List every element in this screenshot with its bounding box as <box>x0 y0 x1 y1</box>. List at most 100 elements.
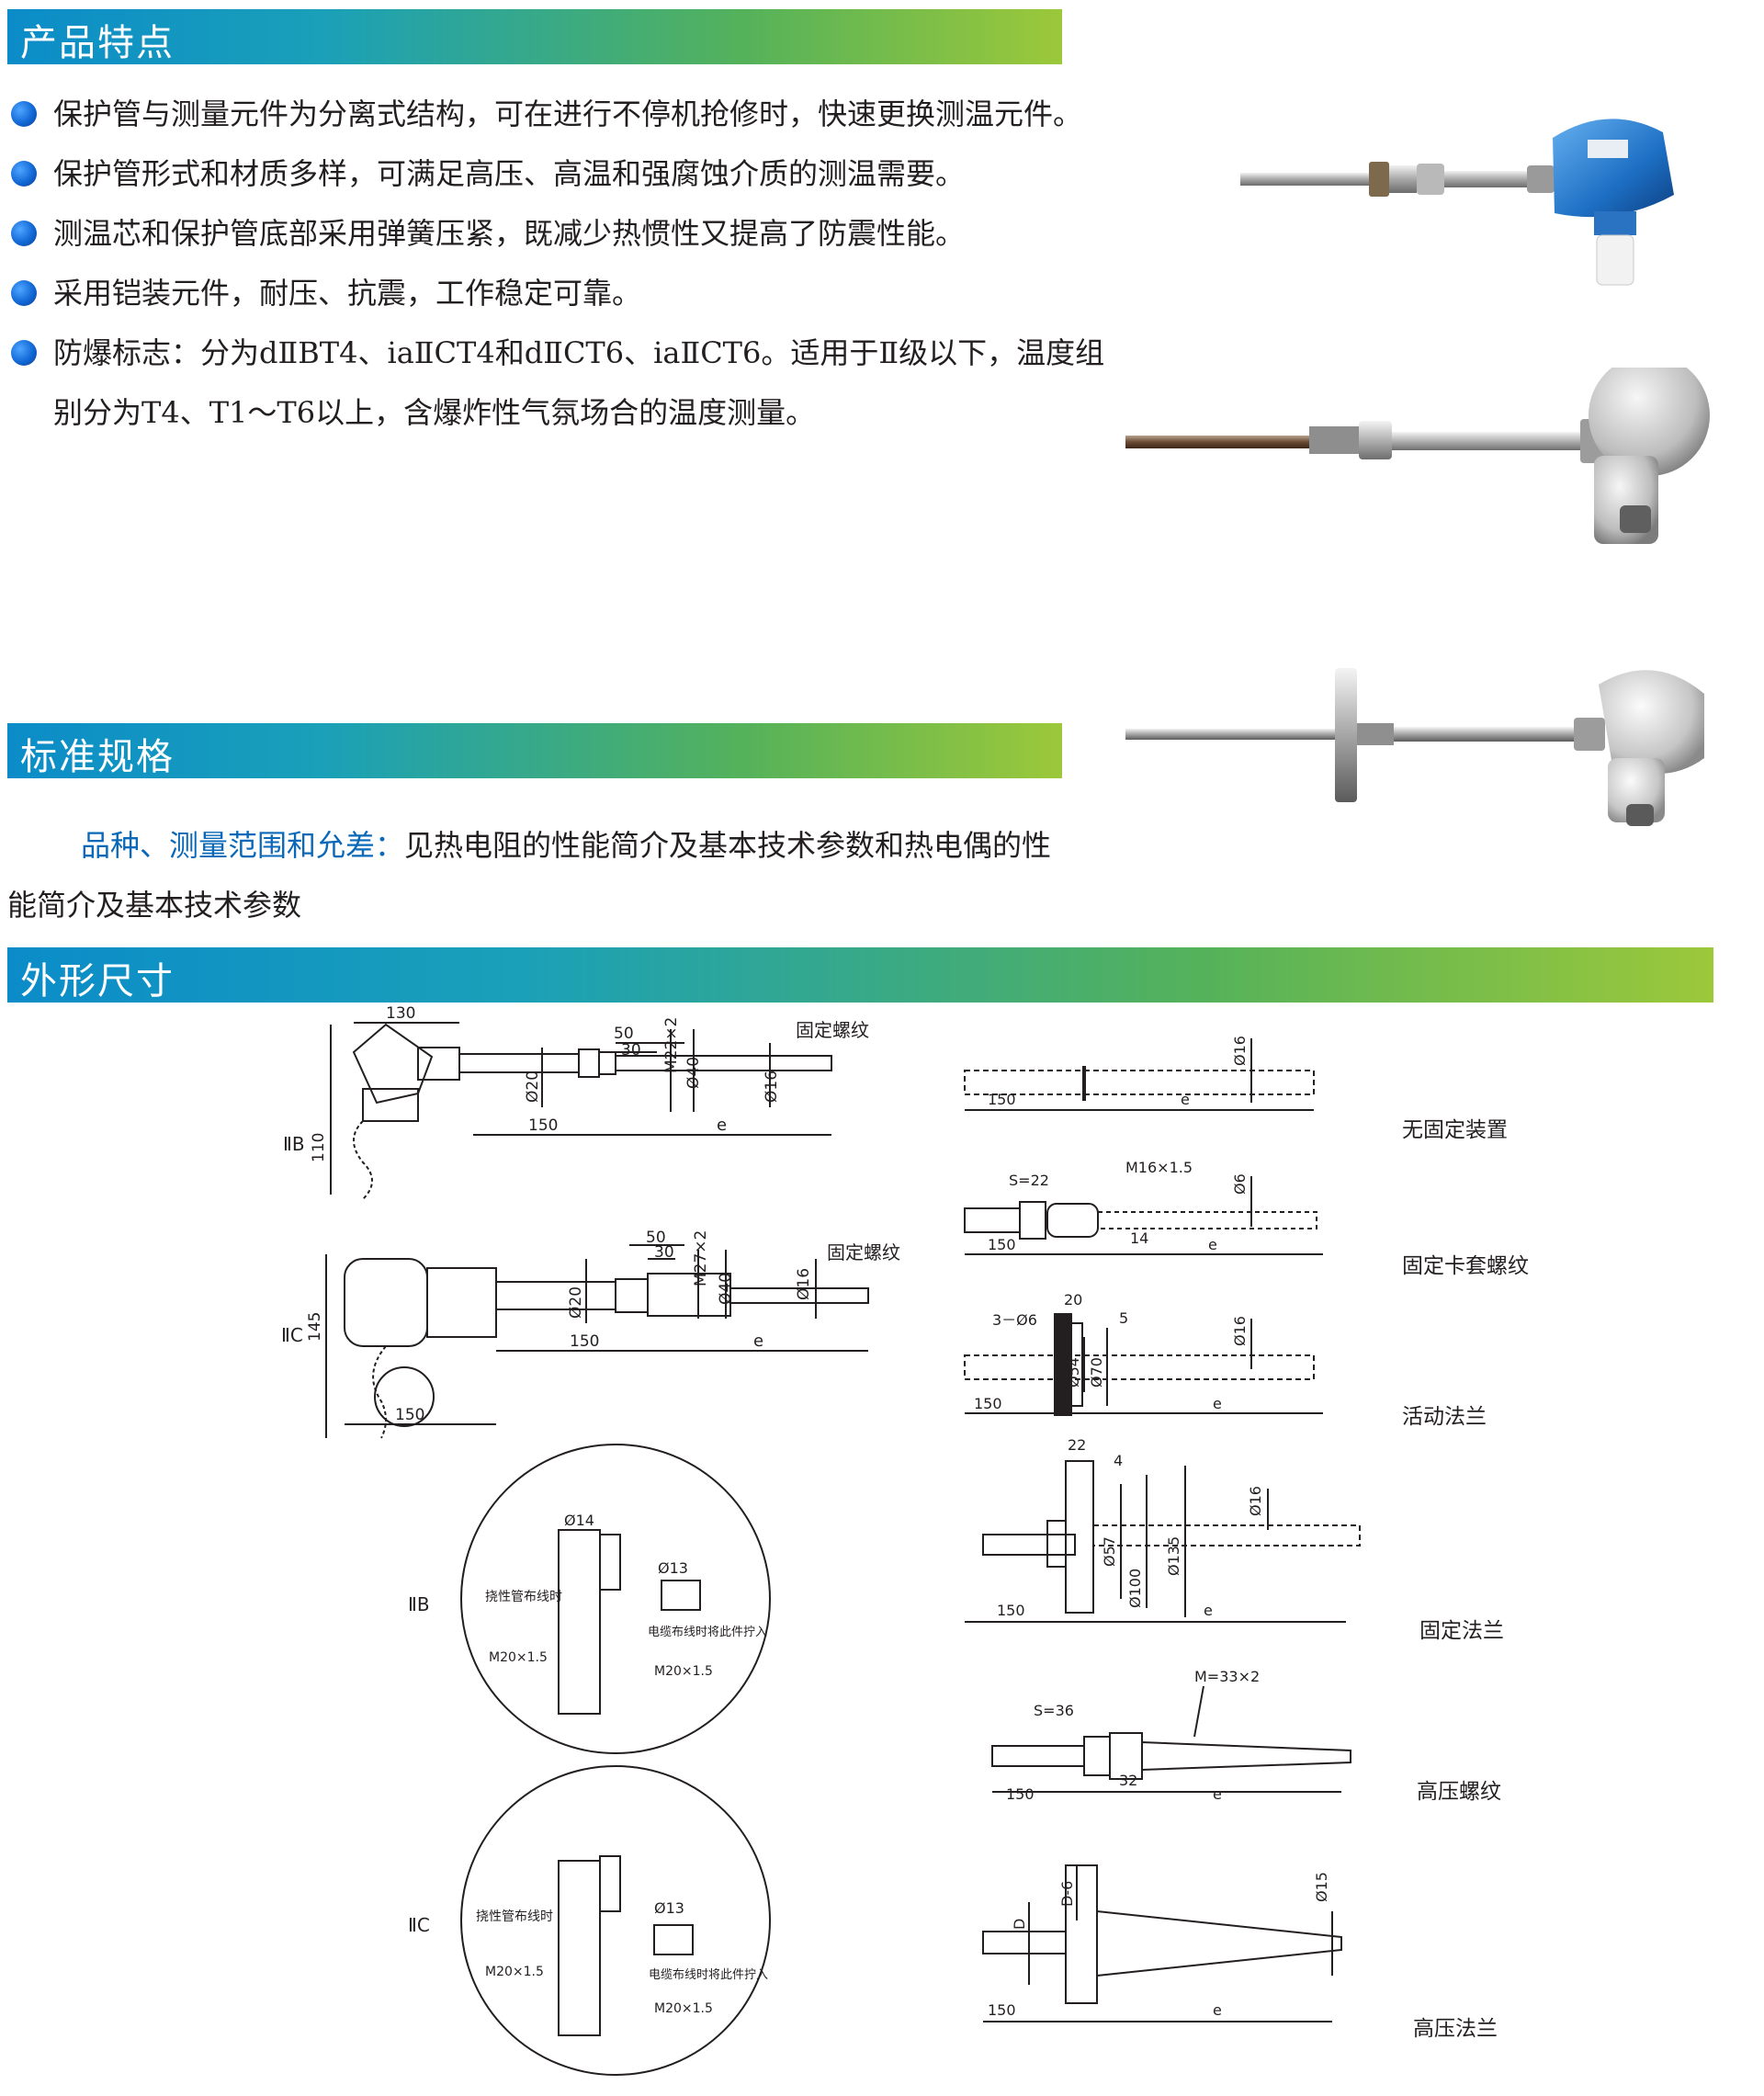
iib-dim-150: 150 <box>528 1116 558 1135</box>
mount3-dim-150: 150 <box>974 1395 1002 1412</box>
iib-dim-50: 50 <box>614 1025 634 1043</box>
mount4-dim-d57: Ø57 <box>1101 1536 1118 1567</box>
mount-caption-hp-flange: 高压法兰 <box>1413 2017 1498 2041</box>
mount2-dim-150: 150 <box>988 1236 1016 1253</box>
mount3-dim-20: 20 <box>1064 1291 1082 1309</box>
mount2-dim-s22: S=22 <box>1009 1172 1049 1189</box>
iib-dim-m22: M22×2 <box>662 1017 681 1073</box>
mount3-dim-d16: Ø16 <box>1231 1316 1249 1346</box>
features-list: 保护管与测量元件为分离式结构，可在进行不停机抢修时，快速更换测温元件。 保护管形… <box>7 85 1110 443</box>
mount4-dim-e: e <box>1204 1602 1213 1619</box>
iic-dim-d16: Ø16 <box>795 1268 813 1300</box>
mount2-dim-m16: M16×1.5 <box>1125 1159 1193 1176</box>
iib-detail-flex: 挠性管布线时 <box>485 1590 562 1604</box>
mount2-dim-d6: Ø6 <box>1231 1173 1249 1195</box>
mount-caption-loose-flange: 活动法兰 <box>1402 1405 1487 1429</box>
iib-detail-cable: 电缆布线时将此件拧入 <box>648 1625 767 1639</box>
iib-dim-30: 30 <box>621 1041 641 1059</box>
iic-detail-cable: 电缆布线时将此件拧入 <box>649 1967 768 1982</box>
feature-item: 保护管形式和材质多样，可满足高压、高温和强腐蚀介质的测温需要。 <box>7 144 1110 204</box>
mount4-dim-22: 22 <box>1068 1436 1086 1454</box>
iic-dim-d20: Ø20 <box>567 1286 585 1319</box>
iib-dim-e: e <box>717 1116 727 1135</box>
iib-detail-label: ⅡB <box>408 1593 430 1615</box>
iic-head-label: ⅡC <box>281 1324 303 1346</box>
iic-detail-flex: 挠性管布线时 <box>476 1909 553 1924</box>
iic-thread-label: 固定螺纹 <box>827 1241 900 1263</box>
mount6-dim-e: e <box>1213 2001 1222 2019</box>
mount2-dim-14: 14 <box>1130 1229 1148 1247</box>
bullet-icon <box>11 221 37 246</box>
drawing-iic-detail <box>460 1765 771 2076</box>
dimensions-section-title: 外形尺寸 <box>20 960 175 1003</box>
feature-item: 防爆标志：分为dⅡBT4、iaⅡCT4和dⅡCT6、iaⅡCT6。适用于Ⅱ级以下… <box>7 323 1110 443</box>
iic-dim-150b: 150 <box>395 1406 424 1424</box>
iic-detail-label: ⅡC <box>408 1914 430 1936</box>
iic-dim-m27: M27×2 <box>692 1230 710 1286</box>
mount3-dim-hole: 3－Ø6 <box>992 1311 1037 1329</box>
drawing-mount-none <box>964 1038 1315 1111</box>
mount3-dim-e: e <box>1213 1395 1222 1412</box>
mount-caption-sleeve-thread: 固定卡套螺纹 <box>1402 1254 1529 1278</box>
drawing-iib-head <box>330 1022 832 1200</box>
features-header-band: 产品特点 <box>7 9 1062 64</box>
spec-text: 见热电阻的性能简介及基本技术参数和热电偶的性能简介及基本技术参数 <box>7 828 1052 923</box>
iib-dim-d40: Ø40 <box>684 1057 703 1089</box>
iib-detail-m20a: M20×1.5 <box>489 1650 548 1665</box>
drawing-mount-loose-flange <box>964 1313 1323 1416</box>
mount4-dim-d100: Ø100 <box>1126 1569 1144 1608</box>
mount6-dim-d: D <box>1011 1919 1028 1930</box>
mount4-dim-d135: Ø135 <box>1165 1536 1182 1576</box>
iic-dim-30: 30 <box>654 1243 674 1262</box>
mount6-dim-150: 150 <box>988 2001 1016 2019</box>
mount5-dim-e: e <box>1213 1785 1222 1803</box>
product-photo-blue-head <box>1240 119 1674 286</box>
mount6-dim-d15: Ø15 <box>1313 1872 1330 1902</box>
drawing-mount-hp-flange <box>982 1864 1342 2022</box>
bullet-icon <box>11 340 37 366</box>
iic-detail-d13: Ø13 <box>654 1899 684 1917</box>
mount2-dim-e: e <box>1208 1236 1217 1253</box>
iic-dim-150a: 150 <box>570 1332 599 1351</box>
spec-paragraph: 品种、测量范围和允差：见热电阻的性能简介及基本技术参数和热电偶的性能简介及基本技… <box>7 816 1073 935</box>
iib-dim-110: 110 <box>310 1133 328 1162</box>
bullet-icon <box>11 161 37 187</box>
iib-head-label: ⅡB <box>283 1133 305 1155</box>
iic-dim-e: e <box>753 1331 763 1351</box>
spec-label: 品种、测量范围和允差： <box>81 828 405 863</box>
mount4-dim-150: 150 <box>997 1602 1025 1619</box>
bullet-icon <box>11 280 37 306</box>
iib-dim-130: 130 <box>386 1004 415 1023</box>
mount6-dim-d6: D-6 <box>1058 1881 1076 1907</box>
mount3-dim-5: 5 <box>1119 1309 1128 1327</box>
feature-item: 采用铠装元件，耐压、抗震，工作稳定可靠。 <box>7 264 1110 323</box>
mount1-dim-d16: Ø16 <box>1231 1036 1249 1066</box>
iib-detail-d14: Ø14 <box>564 1512 594 1529</box>
mount5-dim-m33: M=33×2 <box>1194 1668 1260 1685</box>
feature-item: 保护管与测量元件为分离式结构，可在进行不停机抢修时，快速更换测温元件。 <box>7 85 1110 144</box>
features-section-title: 产品特点 <box>20 22 175 64</box>
standard-section-title: 标准规格 <box>20 736 175 778</box>
drawing-mount-hp-thread <box>991 1685 1351 1793</box>
mount1-dim-e: e <box>1181 1091 1190 1108</box>
mount-caption-fixed-flange: 固定法兰 <box>1419 1619 1504 1643</box>
drawing-mount-fixed-flange <box>965 1460 1361 1623</box>
iic-dim-145: 145 <box>306 1312 324 1342</box>
drawing-mount-sleeve <box>964 1176 1323 1255</box>
mount3-dim-d54: Ø54 <box>1065 1357 1082 1388</box>
iic-dim-d40: Ø40 <box>717 1273 735 1305</box>
iic-detail-m20b: M20×1.5 <box>654 2001 713 2016</box>
iic-detail-m20a: M20×1.5 <box>485 1965 544 1979</box>
mount-caption-none: 无固定装置 <box>1402 1118 1508 1142</box>
mount-caption-hp-thread: 高压螺纹 <box>1417 1780 1501 1804</box>
dimension-drawings: ⅡB 130 110 150 Ø20 50 30 M22×2 Ø40 Ø16 e… <box>281 1004 1361 2076</box>
mount5-dim-s36: S=36 <box>1034 1702 1074 1719</box>
product-photo-flange-mount <box>1125 668 1704 826</box>
iib-thread-label: 固定螺纹 <box>796 1019 869 1041</box>
dimensions-header-band: 外形尺寸 <box>7 947 1713 1003</box>
drawing-iic-head <box>325 1244 869 1439</box>
mount3-dim-d70: Ø70 <box>1088 1357 1105 1388</box>
iic-dim-50: 50 <box>646 1229 666 1247</box>
iib-dim-d16: Ø16 <box>763 1071 781 1103</box>
mount4-dim-4: 4 <box>1114 1452 1123 1469</box>
